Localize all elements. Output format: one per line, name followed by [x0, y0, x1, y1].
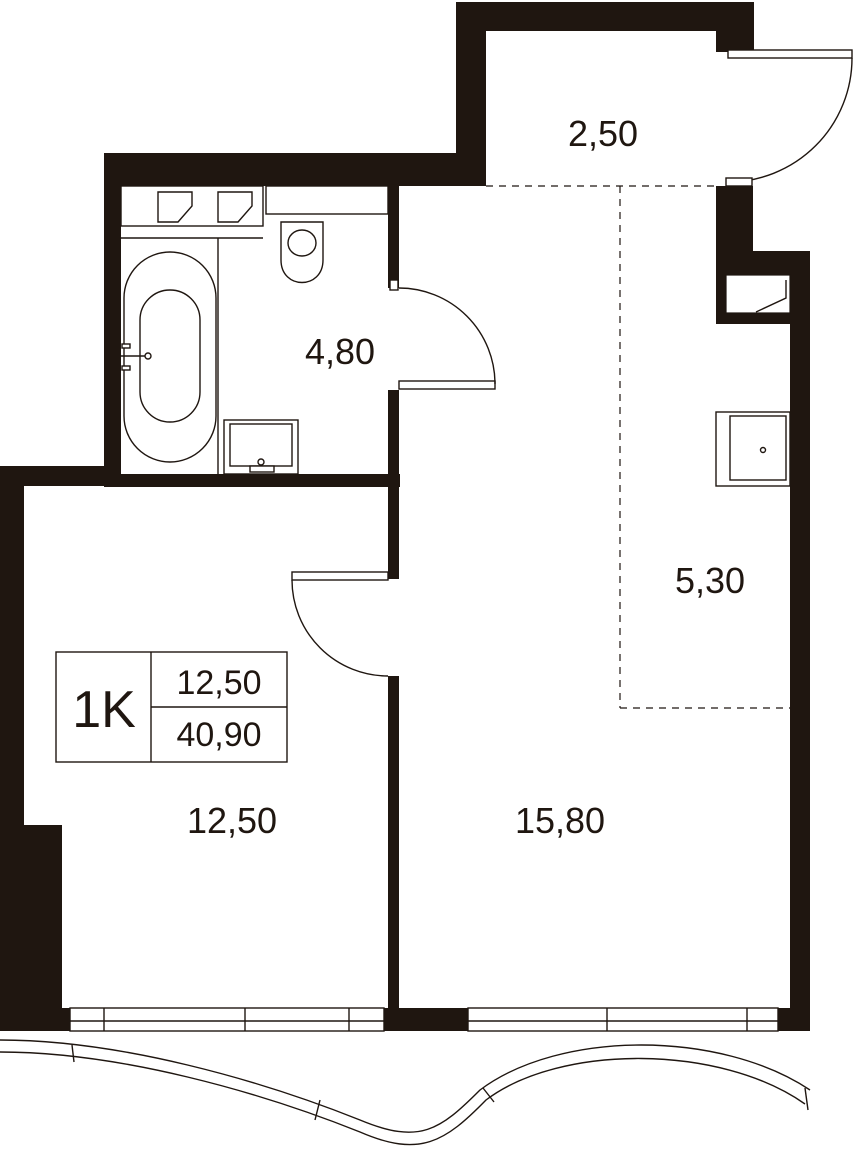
wall-bottom-left [0, 1008, 70, 1031]
wall-left-column [0, 825, 62, 1031]
window-living [467, 1007, 779, 1032]
windows [69, 1007, 779, 1032]
wall-balcony-top [456, 2, 754, 31]
wall-right-shaft-bottom [716, 313, 810, 324]
wall-bath-bottom [104, 474, 400, 487]
doors [291, 49, 853, 677]
kitchen-zone-area-label: 5,30 [675, 560, 745, 601]
bedroom-door-swing [291, 579, 389, 677]
living-area-value: 12,50 [176, 664, 261, 702]
dryer-icon [217, 191, 253, 223]
terrace-edge [0, 1039, 811, 1146]
walls [0, 2, 810, 1031]
bathroom-door-swing [398, 287, 496, 385]
bedroom-area-label: 12,50 [187, 800, 277, 841]
wall-partition-lower [388, 676, 399, 1031]
shaft-fixture [755, 280, 787, 313]
wall-left-top [0, 466, 121, 486]
zone-lines [486, 185, 790, 709]
kitchen-sink-icon [715, 411, 791, 487]
wall-bottom-middle [384, 1008, 468, 1031]
living-area-label: 15,80 [515, 800, 605, 841]
shaft-niche [725, 274, 791, 314]
total-area-value: 40,90 [176, 716, 261, 754]
wall-partition-upper [388, 487, 399, 579]
apartment-type-label: 1K [72, 681, 136, 739]
bathtub-icon [123, 251, 217, 463]
washer-icon [157, 191, 193, 223]
apartment-info-box: 1K 12,50 40,90 [55, 651, 288, 763]
wall-bath-top [104, 153, 486, 186]
balcony-area-label: 2,50 [568, 113, 638, 154]
wall-bath-right-lower [388, 390, 399, 487]
toilet-icon [280, 221, 324, 284]
bedroom-door-leaf [291, 571, 389, 581]
bathroom-area-label: 4,80 [305, 331, 375, 372]
wall-right-outer [790, 251, 810, 1031]
wall-bath-left [104, 153, 121, 483]
entrance-door-leaf [727, 49, 853, 59]
bathroom-fixtures [120, 185, 389, 475]
bathroom-door-leaf [398, 380, 496, 390]
wall-balcony-corner [716, 2, 754, 52]
toilet-tank [265, 185, 389, 215]
window-bedroom [69, 1007, 385, 1032]
wall-bottom-right [778, 1008, 810, 1031]
kitchen-sink [715, 411, 791, 487]
entrance-door-swing [727, 57, 853, 183]
wall-bath-right-upper [388, 186, 399, 288]
